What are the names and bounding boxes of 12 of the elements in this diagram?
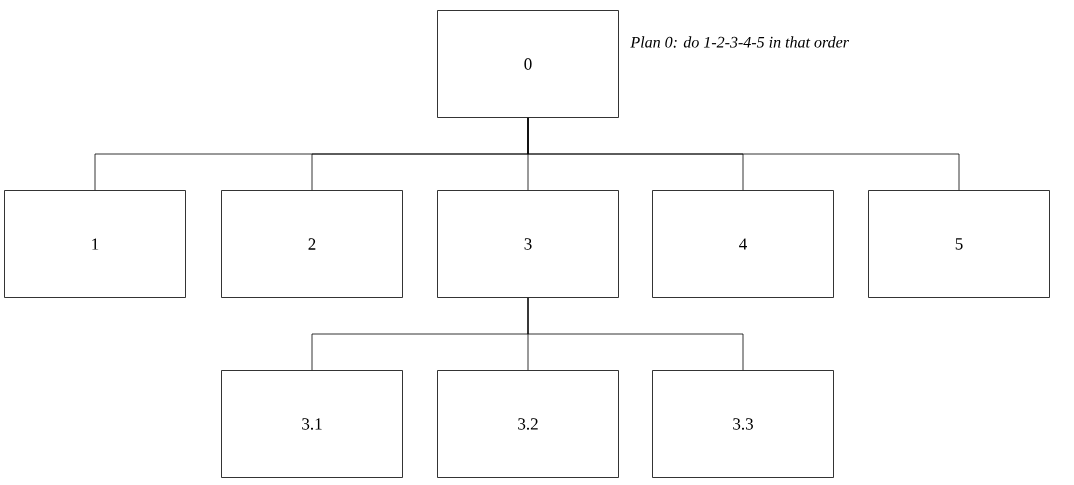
task-box: 5 [868,190,1050,298]
connector-line [527,117,960,191]
task-box: 3.2 [437,370,619,478]
task-box: 3 [437,190,619,298]
plan-note: Plan 0: do 1-2-3-4-5 in that order [630,36,849,48]
task-box: 1 [4,190,186,298]
task-box: 3.3 [652,370,834,478]
task-box: 2 [221,190,403,298]
task-box: 4 [652,190,834,298]
task-box: 0 [437,10,619,118]
connector-line [527,297,744,371]
task-box: 3.1 [221,370,403,478]
